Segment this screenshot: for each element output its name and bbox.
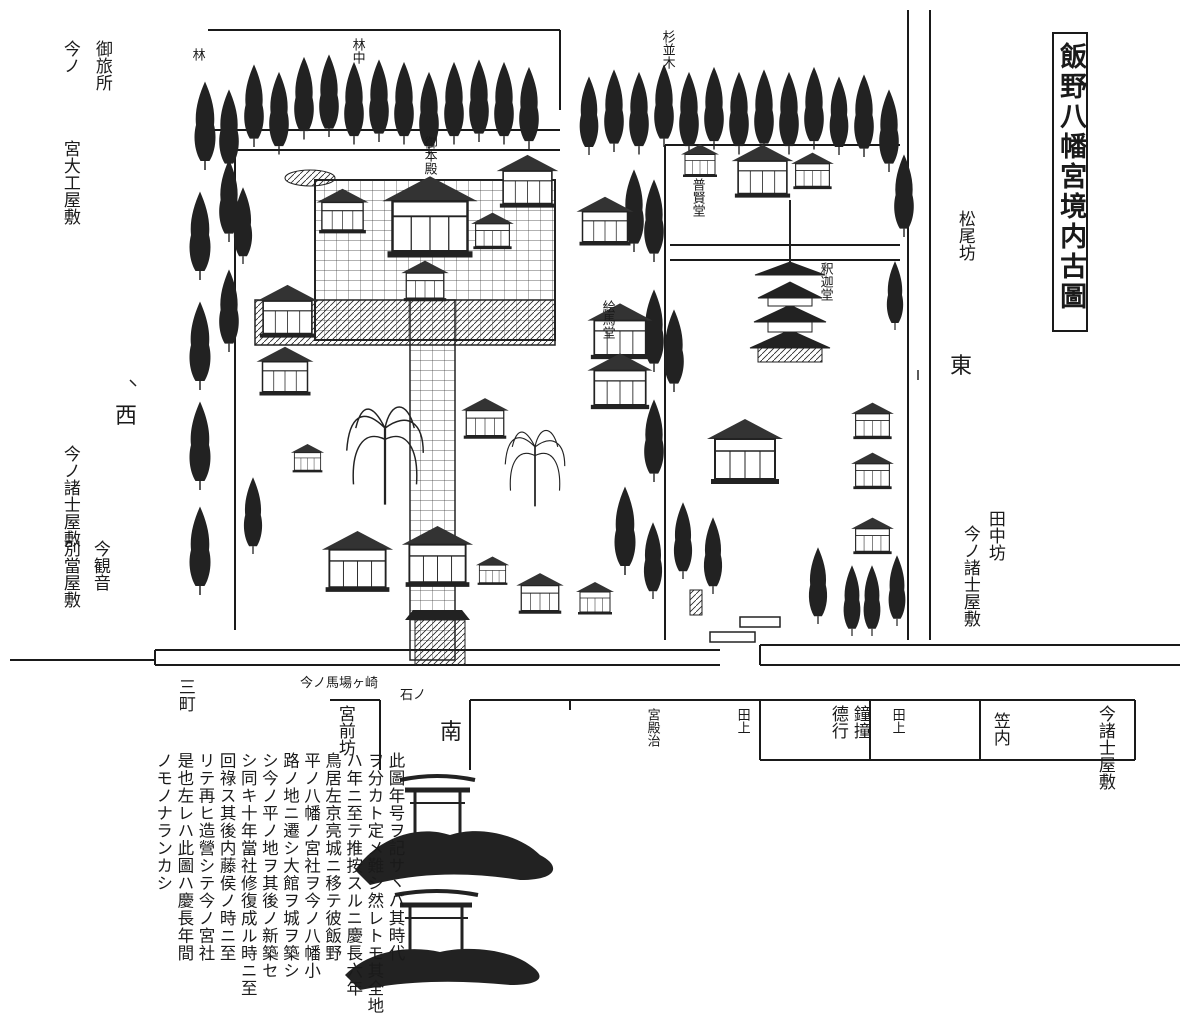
map-title-frame: 飯野八幡宮境内古圖 — [1052, 32, 1088, 332]
label-top-trees-3: 杉並木 — [659, 30, 675, 69]
label-ema: 絵馬堂 — [599, 300, 615, 339]
label-bottom-road: 宮前坊 — [334, 705, 355, 756]
note-line: 平ノ八幡ノ宮社ヲ今ノ八幡小 — [301, 752, 321, 980]
label-bottom-mid-4: 田上 — [889, 708, 905, 734]
label-bottom-mid-3b: 德行 — [827, 705, 848, 739]
label-honden: 御本殿 — [421, 136, 437, 175]
label-bottom-mid-1: 宮殿治 — [644, 708, 660, 747]
label-bottom-left: 三町 — [174, 678, 195, 712]
label-left-residence-3: 別當屋敷 — [59, 540, 80, 608]
label-left-residence-3b: 今観音 — [89, 540, 110, 591]
note-line: シ同キ十年當社修復成ル時ニ至 — [238, 752, 258, 997]
note-line: 鳥居左京亮城ニ移テ彼飯野 — [322, 752, 342, 962]
note-line: 此圖年号ヲ記サヽバ其時代 — [386, 752, 405, 962]
note-line: ノモノナランカシ — [153, 752, 173, 892]
note-line: ヲ分カト定メ難シ然レトモ其全地 — [364, 752, 384, 1015]
label-left-residence-2: 今ノ諸士屋敷 — [59, 445, 80, 547]
explanatory-note: 此圖年号ヲ記サヽバ其時代 ヲ分カト定メ難シ然レトモ其全地 ハ年ニ至テ推按スルニ慶… — [6, 752, 406, 1015]
compass-south: 南 — [440, 720, 463, 745]
label-bottom-right-1: 今諸士屋敷 — [1094, 705, 1115, 790]
label-bottom-center-1: 今ノ馬場ヶ崎 — [300, 676, 379, 691]
label-pagoda: 釈迦堂 — [817, 262, 833, 301]
compass-east: 東 — [950, 354, 973, 379]
note-line: ハ年ニ至テ推按スルニ慶長六年 — [343, 752, 363, 997]
label-top-trees-2: 林中 — [349, 38, 365, 64]
label-top-left-2: 今ノ — [59, 40, 80, 74]
note-line: 路ノ地ニ遷シ大館ヲ城ヲ築シ — [280, 752, 300, 980]
label-top-trees-1: 林 — [189, 48, 205, 61]
compass-west: 西 — [115, 404, 138, 429]
note-line: 是也左レハ此圖ハ慶長年間 — [174, 752, 194, 962]
label-left-residence-1: 宮大工屋敷 — [59, 140, 80, 225]
label-bottom-mid-2: 田上 — [734, 708, 750, 734]
label-right-2b: 田中坊 — [984, 510, 1005, 561]
note-line: シ今ノ平ノ地ヲ其後ノ新築セ — [259, 752, 279, 980]
label-bottom-center-2: 石ノ — [400, 688, 427, 703]
label-bottom-mid-3: 鐘撞 — [849, 705, 870, 739]
map-title: 飯野八幡宮境内古圖 — [1055, 42, 1087, 312]
note-line: 回祿ス其後内藤侯ノ時ニ至 — [217, 752, 237, 962]
label-kannon: 普賢堂 — [689, 178, 705, 217]
note-line: リテ再ヒ造營シテ今ノ宮社 — [196, 752, 216, 962]
label-right-1: 松尾坊 — [954, 210, 975, 261]
label-right-2: 今ノ諸士屋敷 — [959, 525, 980, 627]
label-bottom-right-2: 笠内 — [989, 712, 1010, 746]
label-top-left-1: 御旅所 — [91, 40, 112, 91]
